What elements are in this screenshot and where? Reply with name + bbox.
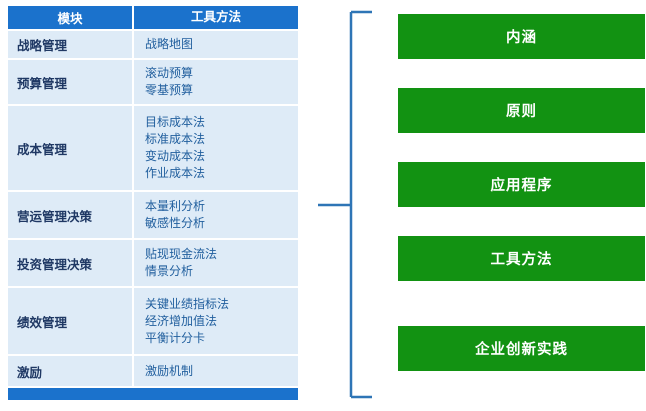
tool-item: 贴现现金流法 — [145, 247, 218, 261]
tool-item: 平衡计分卡 — [145, 330, 206, 345]
tool-item: 情景分析 — [145, 264, 194, 278]
tool-item: 战略地图 — [145, 37, 194, 51]
green-box-connotation: 内涵 — [398, 14, 645, 59]
module-name: 预算管理 — [8, 60, 132, 104]
column-header-tools: 工具方法 — [134, 6, 298, 29]
table-row: 战略管理 战略地图 — [8, 31, 298, 58]
module-name: 绩效管理 — [8, 288, 132, 354]
table-row: 投资管理决策 贴现现金流法 情景分析 — [8, 240, 298, 286]
bracket-connector — [318, 10, 372, 399]
tool-item: 关键业绩指标法 — [145, 296, 230, 311]
green-box-principles: 原则 — [398, 88, 645, 133]
module-name: 营运管理决策 — [8, 192, 132, 238]
green-box-tool-methods: 工具方法 — [398, 236, 645, 281]
tool-item: 激励机制 — [145, 363, 194, 378]
tool-item: 零基预算 — [145, 83, 194, 97]
tool-item: 滚动预算 — [145, 66, 194, 80]
table-row: 成本管理 目标成本法 标准成本法 变动成本法 作业成本法 — [8, 106, 298, 190]
tool-item: 本量利分析 — [145, 199, 206, 213]
module-name: 激励 — [8, 356, 132, 386]
table-footer-bar — [8, 388, 298, 400]
module-tools-table: 模块 工具方法 战略管理 战略地图 预算管理 滚动预算 零基预算 成本管理 目标… — [8, 6, 298, 400]
green-box-application: 应用程序 — [398, 162, 645, 207]
tool-item: 标准成本法 — [145, 132, 206, 146]
table-row: 激励 激励机制 — [8, 356, 298, 386]
table-row: 预算管理 滚动预算 零基预算 — [8, 60, 298, 104]
green-box-innovation-practice: 企业创新实践 — [398, 326, 645, 371]
column-header-module: 模块 — [8, 6, 132, 29]
table-row: 营运管理决策 本量利分析 敏感性分析 — [8, 192, 298, 238]
table-header-row: 模块 工具方法 — [8, 6, 298, 29]
table-row: 绩效管理 关键业绩指标法 经济增加值法 平衡计分卡 — [8, 288, 298, 354]
module-name: 投资管理决策 — [8, 240, 132, 286]
tool-item: 变动成本法 — [145, 149, 206, 163]
green-box-column: 内涵 原则 应用程序 工具方法 企业创新实践 — [398, 0, 645, 411]
tool-item: 目标成本法 — [145, 115, 206, 129]
tool-item: 经济增加值法 — [145, 313, 218, 328]
tool-item: 作业成本法 — [145, 166, 206, 180]
tool-item: 敏感性分析 — [145, 216, 206, 230]
module-name: 成本管理 — [8, 106, 132, 190]
module-name: 战略管理 — [8, 31, 132, 58]
